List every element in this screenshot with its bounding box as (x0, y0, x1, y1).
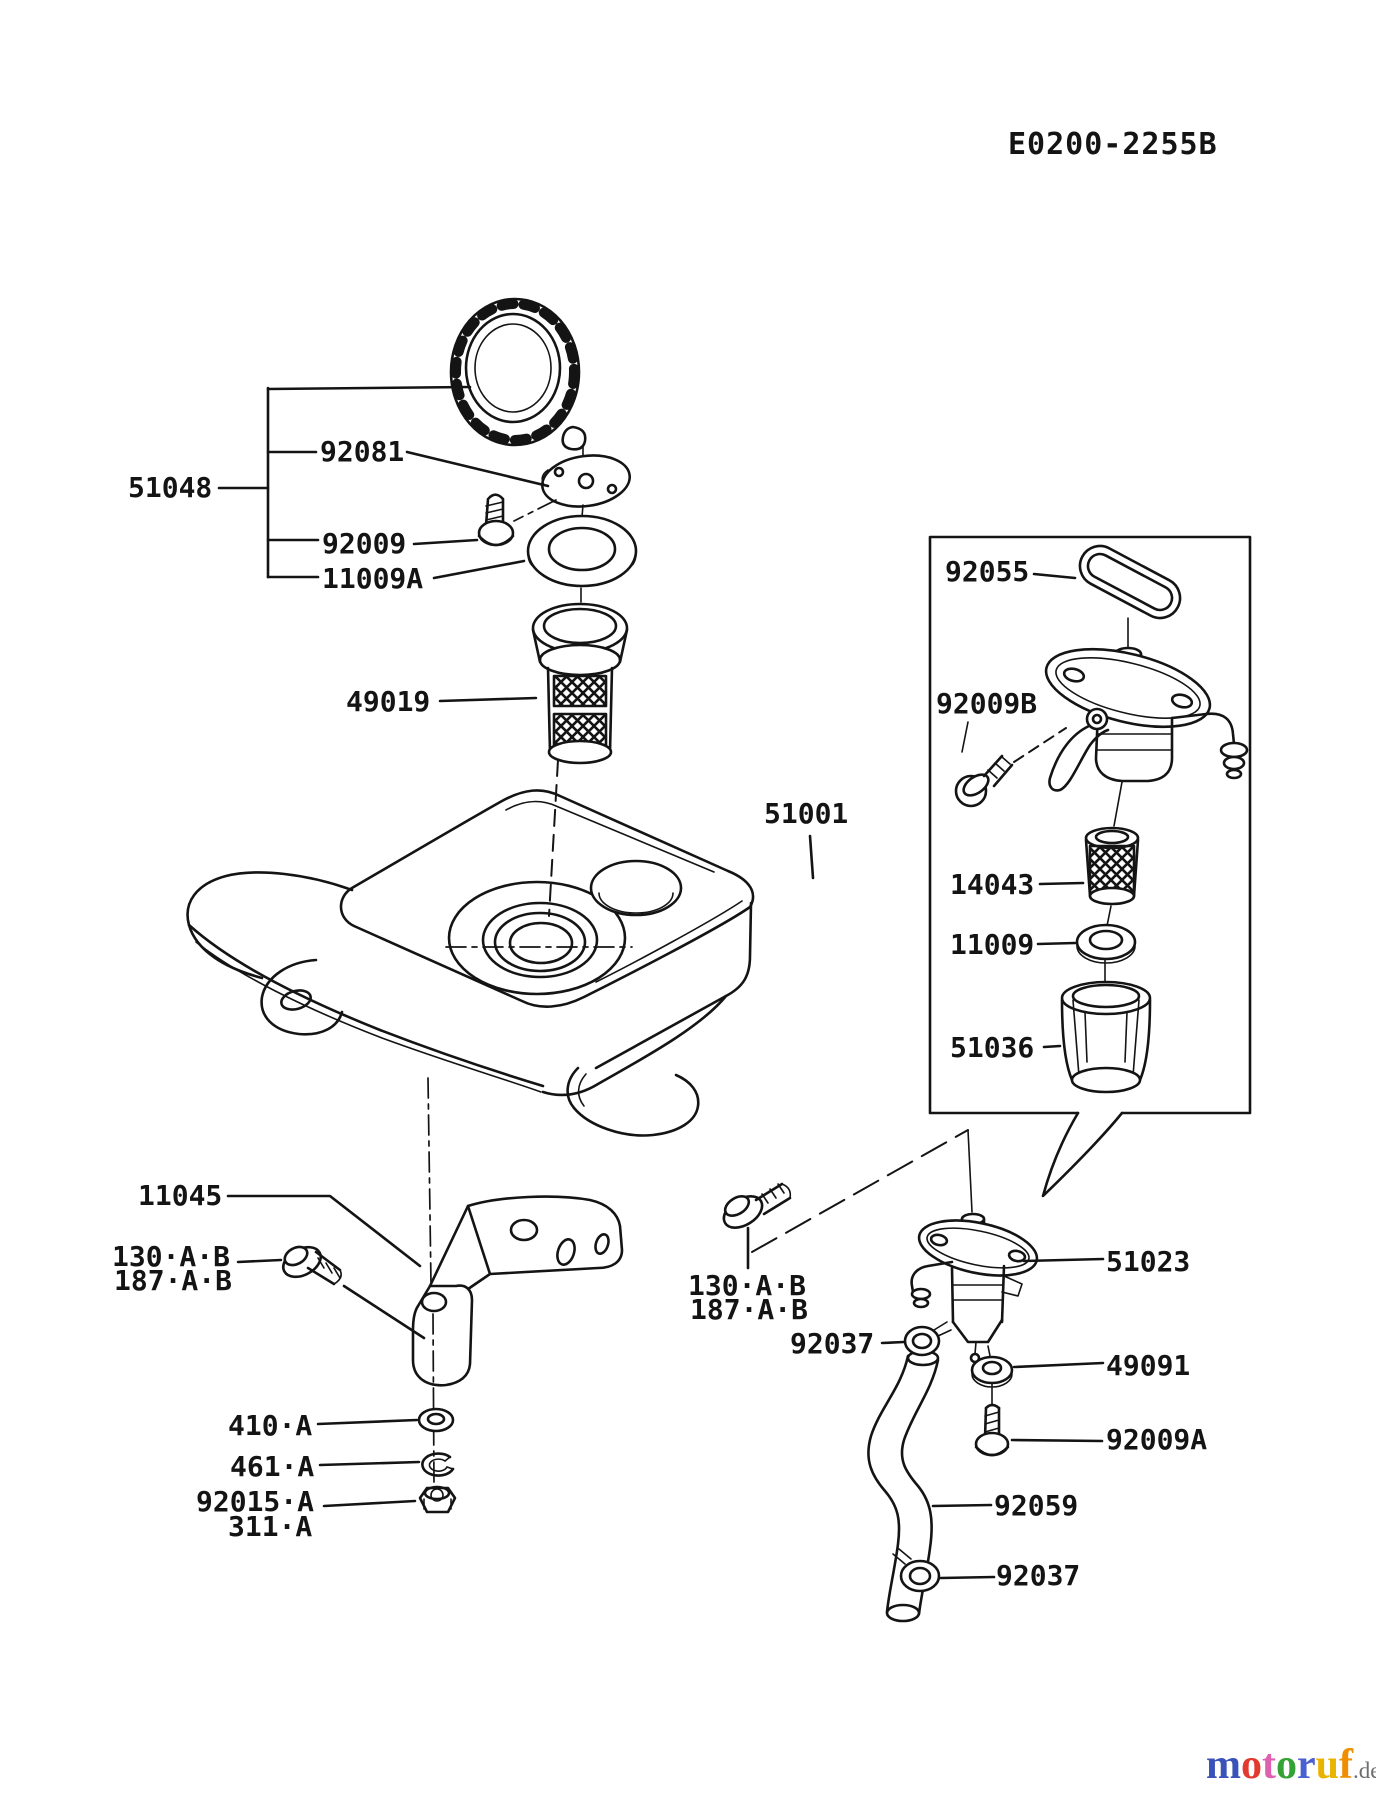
cap-gauge-plate-drawing (513, 445, 632, 522)
part-label-49019: 49019 (346, 685, 431, 718)
fuel-valve-detail-drawing (1044, 617, 1249, 827)
fuel-cap-drawing (449, 297, 587, 451)
tank-bolt-center-drawing (722, 1182, 792, 1229)
logo-letter: o (1276, 1742, 1297, 1788)
part-label-51001: 51001 (764, 797, 849, 830)
flat-washer-drawing (417, 1407, 455, 1433)
part-label-49091: 49091 (1106, 1349, 1191, 1382)
o-ring-drawing (1078, 544, 1182, 620)
part-label-92037-lower: 92037 (996, 1559, 1081, 1592)
fuel-filter-screen-drawing (531, 602, 629, 917)
part-label-92081: 92081 (320, 435, 405, 468)
valve-washer-drawing (970, 1345, 1014, 1405)
valve-gasket-drawing (1075, 923, 1137, 983)
part-label-92009: 92009 (322, 527, 407, 560)
part-label-11045: 11045 (138, 1179, 223, 1212)
cap-screw-drawing (477, 493, 515, 547)
part-label-130AB-center: 130·A·B (688, 1269, 807, 1302)
valve-mount-screw-drawing (974, 1403, 1010, 1457)
part-label-410A: 410·A (228, 1409, 313, 1442)
cap-gasket-drawing (526, 504, 638, 603)
part-label-92015A: 92015·A (196, 1485, 315, 1518)
part-label-187AB-left: 187·A·B (114, 1264, 233, 1297)
part-label-130AB-left: 130·A·B (112, 1240, 231, 1273)
part-label-92037-upper: 92037 (790, 1327, 875, 1360)
part-label-11009A: 11009A (322, 562, 424, 595)
fuel-tank-drawing (186, 789, 755, 1137)
tank-bolt-left-drawing (282, 1245, 342, 1286)
part-label-92009B: 92009B (936, 687, 1038, 720)
part-label-311A: 311·A (228, 1510, 313, 1543)
tank-bracket-drawing (411, 1077, 624, 1487)
document-number: E0200-2255B (1008, 127, 1218, 162)
logo-letter: o (1241, 1742, 1262, 1788)
logo-suffix: .de (1353, 1758, 1376, 1783)
valve-screw-drawing (954, 721, 1067, 808)
hose-clamp-upper-drawing (903, 1321, 952, 1357)
leader-lines (217, 385, 1105, 1580)
part-label-461A: 461·A (230, 1450, 315, 1483)
part-label-92009A: 92009A (1106, 1423, 1208, 1456)
logo-letter: f (1339, 1742, 1354, 1788)
part-label-51048: 51048 (128, 471, 213, 504)
fuel-cup-drawing (1060, 980, 1152, 1094)
part-label-11009: 11009 (950, 928, 1035, 961)
motoruf-logo[interactable]: motoruf.de (1206, 1744, 1376, 1786)
part-label-92059: 92059 (994, 1489, 1079, 1522)
part-label-51023: 51023 (1106, 1245, 1191, 1278)
logo-letter: m (1206, 1742, 1241, 1788)
logo-letter: u (1315, 1742, 1340, 1788)
part-label-187AB-center: 187·A·B (690, 1293, 809, 1326)
logo-letter: r (1297, 1742, 1316, 1788)
hex-nut-drawing (418, 1485, 457, 1514)
lock-washer-drawing (421, 1452, 455, 1477)
valve-filter-cup-drawing (1084, 826, 1140, 927)
logo-letter: t (1262, 1742, 1276, 1788)
hose-clamp-lower-drawing (892, 1548, 941, 1593)
part-label-51036: 51036 (950, 1031, 1035, 1064)
part-label-92055: 92055 (945, 555, 1030, 588)
part-label-14043: 14043 (950, 868, 1035, 901)
